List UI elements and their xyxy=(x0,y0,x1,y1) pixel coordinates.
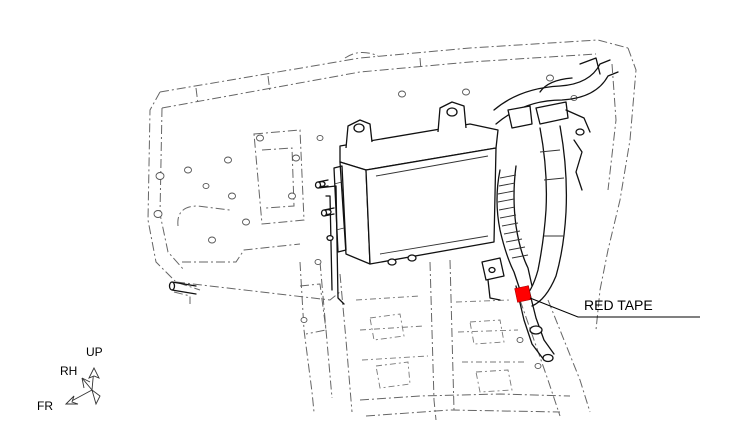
body-panel-illustration xyxy=(147,39,637,421)
corrugated-harness-illustration xyxy=(481,57,619,363)
orientation-rh-label: RH xyxy=(60,364,77,378)
red-tape-callout: RED TAPE xyxy=(514,285,700,318)
orientation-arrows-icon: UP RH FR xyxy=(37,345,103,413)
red-tape-label: RED TAPE xyxy=(584,297,653,313)
orientation-up-label: UP xyxy=(86,345,103,359)
red-tape-marker xyxy=(514,285,532,303)
ecu-box-illustration xyxy=(314,101,499,266)
orientation-fr-label: FR xyxy=(37,399,53,413)
